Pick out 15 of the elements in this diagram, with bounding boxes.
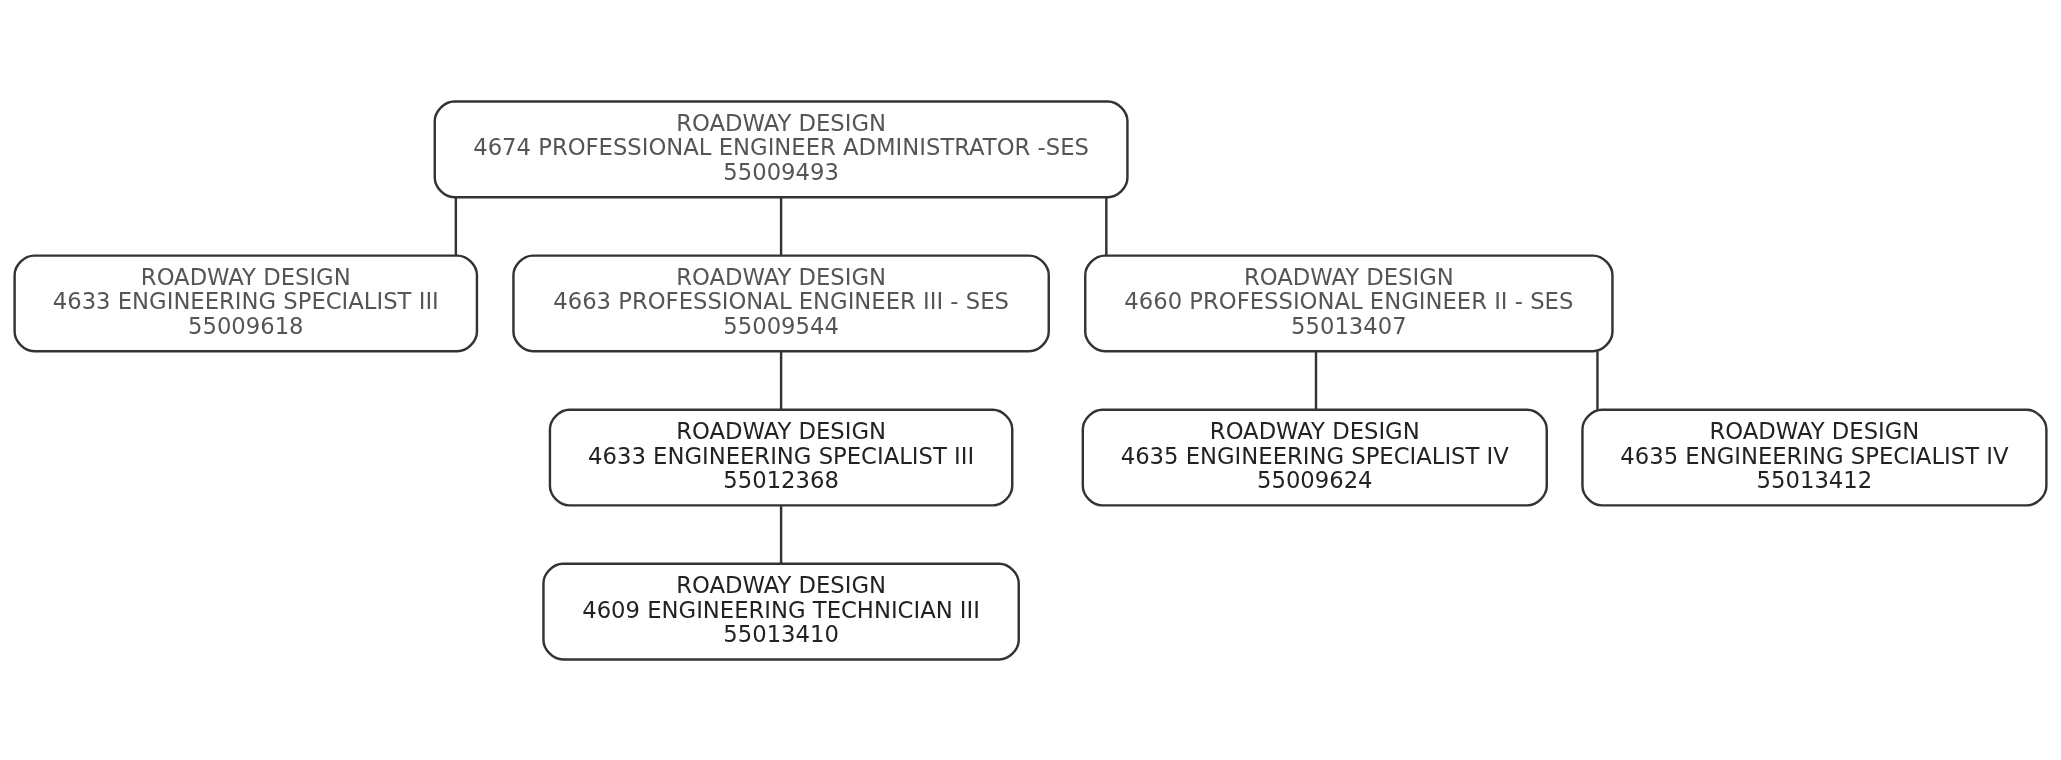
connector	[779, 350, 783, 410]
node-box: ROADWAY DESIGN 4633 ENGINEERING SPECIALIST III 55009618	[13, 253, 479, 352]
node-box: ROADWAY DESIGN 4635 ENGINEERING SPECIALIST IV 55013412	[1581, 408, 2048, 507]
node-box: ROADWAY DESIGN 4660 PROFESSIONAL ENGINEER II - SES 55013407	[1084, 253, 1614, 352]
connector	[1314, 350, 1318, 410]
node-box: ROADWAY DESIGN 4663 PROFESSIONAL ENGINEER III - SES 55009544	[512, 253, 1050, 352]
connector	[779, 504, 783, 564]
node-box: ROADWAY DESIGN 4635 ENGINEERING SPECIALIST IV 55009624	[1081, 408, 1548, 507]
node-box: ROADWAY DESIGN 4609 ENGINEERING TECHNICIAN III 55013410	[542, 562, 1020, 661]
connector	[1596, 350, 1599, 410]
node-box: ROADWAY DESIGN 4674 PROFESSIONAL ENGINEER ADMINISTRATOR -SES 55009493	[433, 99, 1129, 198]
connector	[454, 196, 458, 256]
connector	[1105, 196, 1108, 256]
node-box: ROADWAY DESIGN 4633 ENGINEERING SPECIALIST III 55012368	[548, 408, 1014, 507]
connector	[779, 196, 783, 256]
